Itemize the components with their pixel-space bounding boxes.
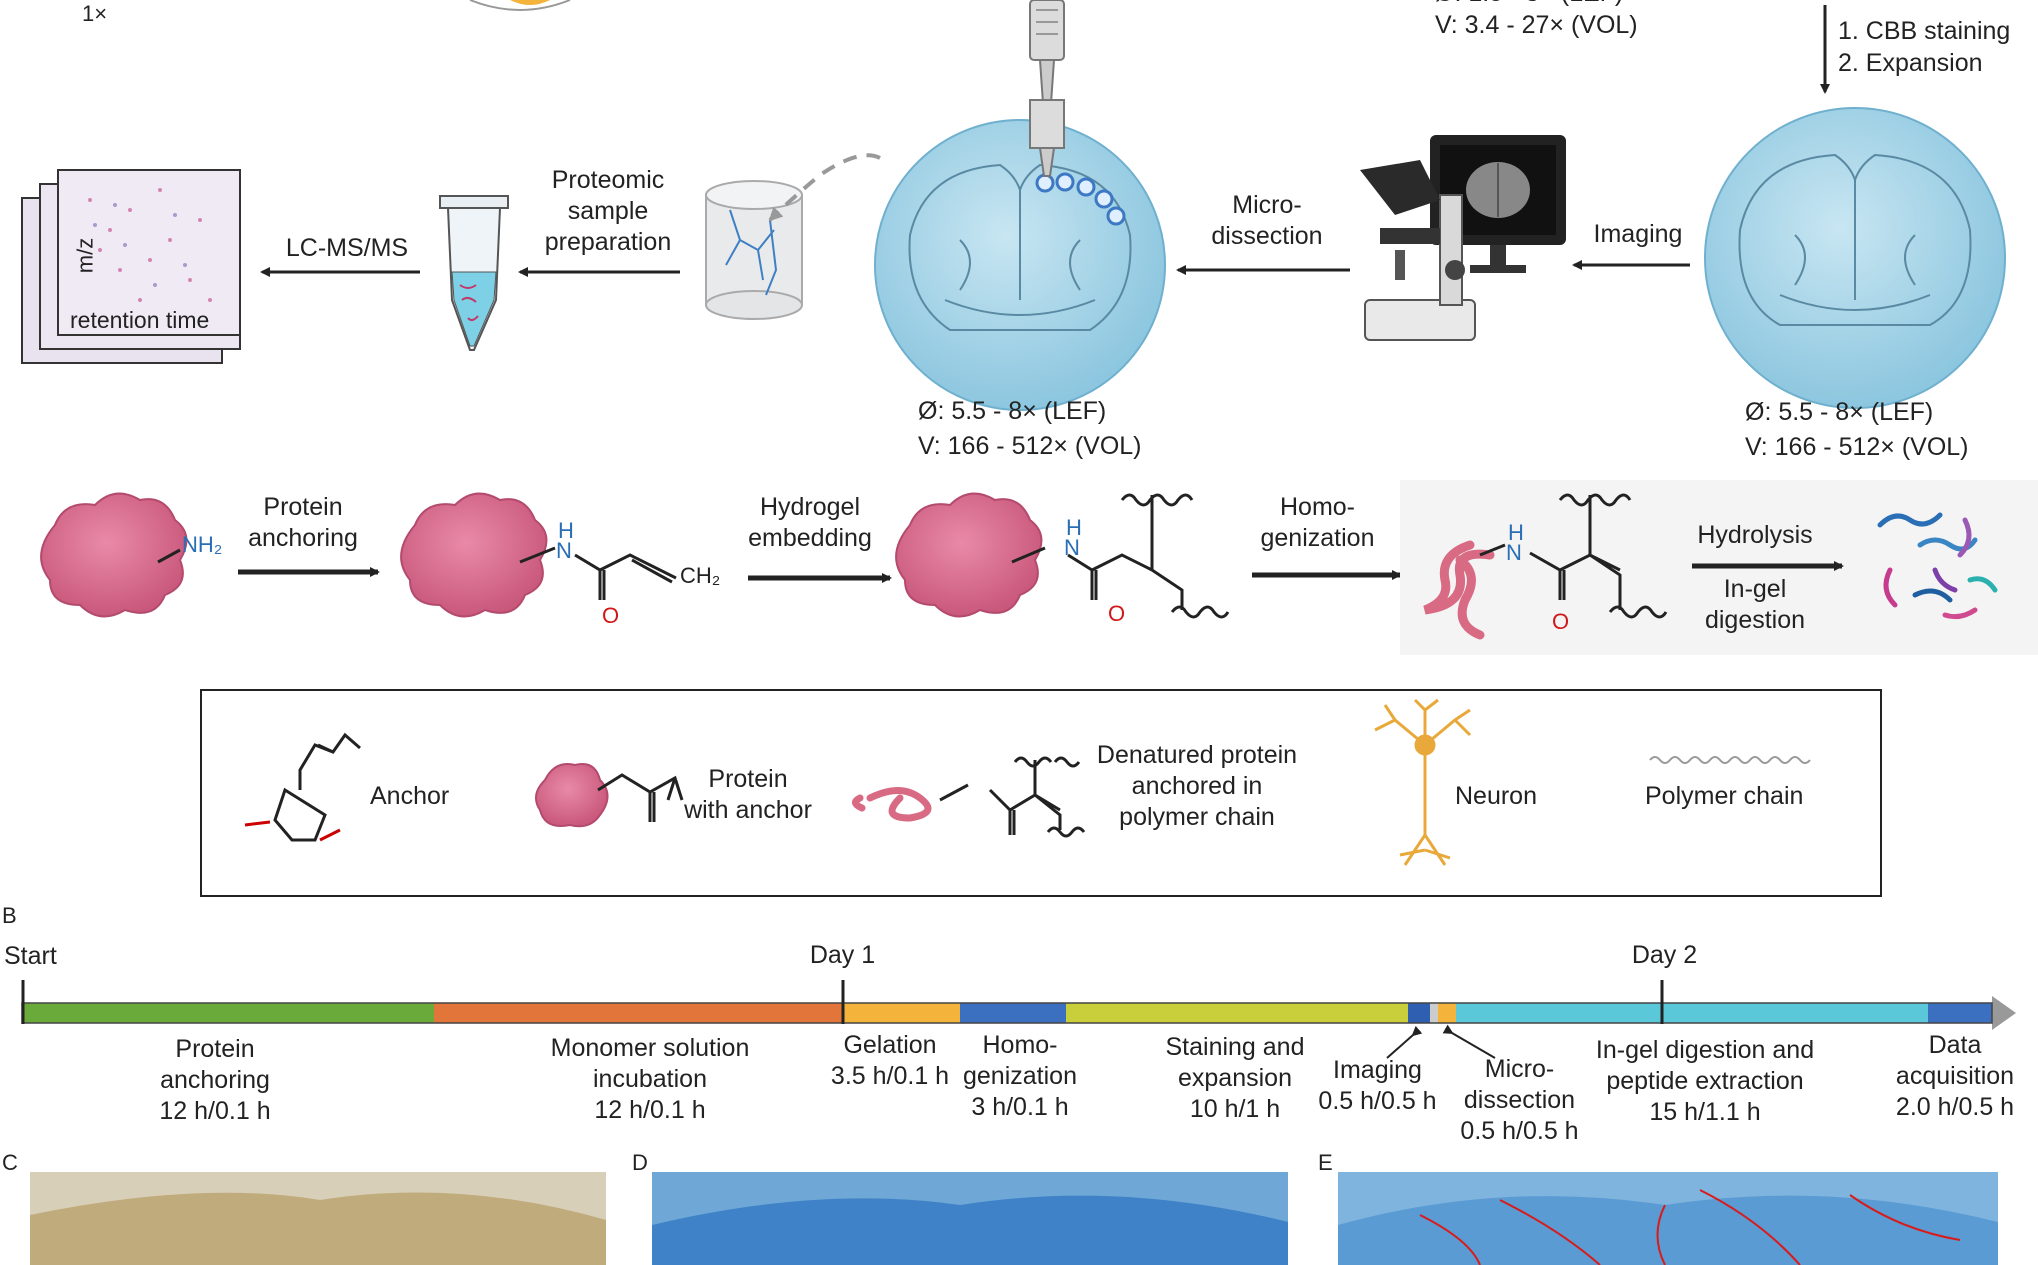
legend-neuron: Neuron (1455, 782, 1537, 810)
right-dims-diameter: Ø: 5.5 - 8× (LEF) (1745, 398, 1934, 426)
image-e-outlines (1419, 1189, 1961, 1265)
step-staining: 1. CBB staining (1838, 17, 2011, 45)
center-dims-diameter: Ø: 5.5 - 8× (LEF) (918, 397, 1107, 425)
seg-staining (1066, 1003, 1408, 1023)
label-staining: Staining and expansion 10 h/1 h (1165, 1033, 1305, 1123)
legend-anchor: Anchor (370, 782, 450, 810)
protein-blob-1 (40, 492, 188, 618)
dish-fragment-fill (510, 0, 550, 5)
o-label-2: O (1108, 601, 1126, 626)
seg-ingel (1456, 1003, 1928, 1023)
n-label-1b: N (556, 538, 572, 563)
imaging-pointer (1386, 1025, 1423, 1059)
label-data-acquisition: Data acquisition 2.0 h/0.5 h (1895, 1031, 2015, 1121)
panel-letter-d: D (632, 1150, 648, 1175)
imaging-label: Imaging (1593, 220, 1683, 248)
label-microdissection: Micro- dissection 0.5 h/0.5 h (1460, 1055, 1579, 1145)
nh2-label: NH₂ (182, 532, 223, 557)
top-small-dims-partial: Ø: 1.5 - 3× (LEF) (1435, 0, 1623, 9)
marker-day1: Day 1 (809, 941, 876, 969)
n-label-2h: H (1066, 515, 1082, 540)
panel-letter-e: E (1318, 1150, 1333, 1175)
seg-gelation (844, 1003, 960, 1023)
protein-blob-3 (895, 492, 1043, 618)
protein-blob-2 (400, 492, 548, 618)
seg-imaging (1408, 1003, 1430, 1023)
expanded-brain-gel-center (874, 119, 1166, 411)
neuron-legend (1374, 698, 1472, 866)
image-d-tissue (652, 1195, 1288, 1265)
legend-polymer: Polymer chain (1645, 782, 1804, 810)
pipette-tip (1029, 99, 1065, 177)
label-protein-anchoring: Protein anchoring 12 h/0.1 h (159, 1035, 271, 1125)
seg-homogenization (960, 1003, 1066, 1023)
hydrogel-embedding-label: Hydrogel embedding (748, 493, 872, 552)
lcms-label: LC-MS/MS (285, 234, 409, 262)
center-dims-volume: V: 166 - 512× (VOL) (918, 432, 1142, 460)
label-monomer: Monomer solution incubation 12 h/0.1 h (550, 1034, 750, 1124)
legend-denatured: Denatured protein anchored in polymer ch… (1096, 741, 1298, 831)
microscope-setup (1360, 135, 1566, 341)
polymer-chain-legend (1649, 756, 1811, 764)
ms-y-axis: m/z (72, 237, 98, 274)
anchor-molecule (273, 787, 327, 842)
dish-edge-fragment (469, 0, 571, 11)
n-label-1: H (558, 518, 574, 543)
seg-protein-anchoring (22, 1003, 434, 1023)
eppendorf-tube (439, 195, 509, 351)
n-label-3h: H (1508, 520, 1524, 545)
image-e-tissue (1338, 1195, 1998, 1265)
homogenization-label: Homo- genization (1260, 493, 1375, 552)
microdissection-label: Micro- dissection (1211, 191, 1323, 250)
ch2-label: CH₂ (680, 563, 721, 588)
step-expansion: 2. Expansion (1838, 49, 1983, 77)
o-label-3: O (1552, 609, 1570, 634)
denatured-legend (852, 787, 932, 822)
gel-cylinder-neurons (705, 180, 803, 320)
image-c-tissue (30, 1192, 606, 1265)
right-dims-volume: V: 166 - 512× (VOL) (1745, 433, 1969, 461)
hydrolysis-label: Hydrolysis (1697, 521, 1813, 549)
panel-letter-c: C (2, 1150, 18, 1175)
peptides (1877, 512, 1998, 620)
n-label-3: N (1506, 540, 1522, 565)
proteomic-label: Proteomic sample preparation (544, 166, 672, 256)
protein-legend (535, 763, 609, 828)
ms-spectra-stack (21, 169, 241, 364)
ingel-label: In-gel digestion (1704, 575, 1806, 634)
label-homogenization: Homo- genization 3 h/0.1 h (963, 1031, 1077, 1121)
denatured-protein (1423, 540, 1495, 640)
label-ingel: In-gel digestion and peptide extraction … (1595, 1036, 1815, 1126)
protein-anchoring-label: Protein anchoring (248, 493, 358, 552)
timeline (21, 980, 2016, 1059)
seg-gap (1430, 1003, 1438, 1023)
microdissection-pointer (1442, 1024, 1496, 1059)
panel-letter-b: B (2, 903, 17, 928)
top-small-dims: V: 3.4 - 27× (VOL) (1435, 11, 1638, 39)
legend-protein-with-anchor: Protein with anchor (684, 765, 812, 824)
expanded-brain-gel-right (1704, 107, 2006, 409)
legend-box (200, 689, 1882, 897)
seg-data-acq (1928, 1003, 1992, 1023)
seg-monomer (434, 1003, 844, 1023)
n-label-2: N (1064, 535, 1080, 560)
marker-start: Start (4, 942, 57, 970)
marker-day2: Day 2 (1631, 941, 1698, 969)
legend-artwork (244, 698, 1811, 866)
o-label-1: O (602, 603, 620, 628)
chem-row (40, 480, 2038, 655)
ms-x-axis: retention time (70, 307, 210, 333)
label-imaging: Imaging 0.5 h/0.5 h (1318, 1056, 1437, 1115)
label-gelation: Gelation 3.5 h/0.1 h (830, 1031, 950, 1090)
timeline-arrowhead (1992, 996, 2016, 1030)
top-left-mag: 1× (82, 1, 108, 26)
seg-microdissection (1438, 1003, 1456, 1023)
